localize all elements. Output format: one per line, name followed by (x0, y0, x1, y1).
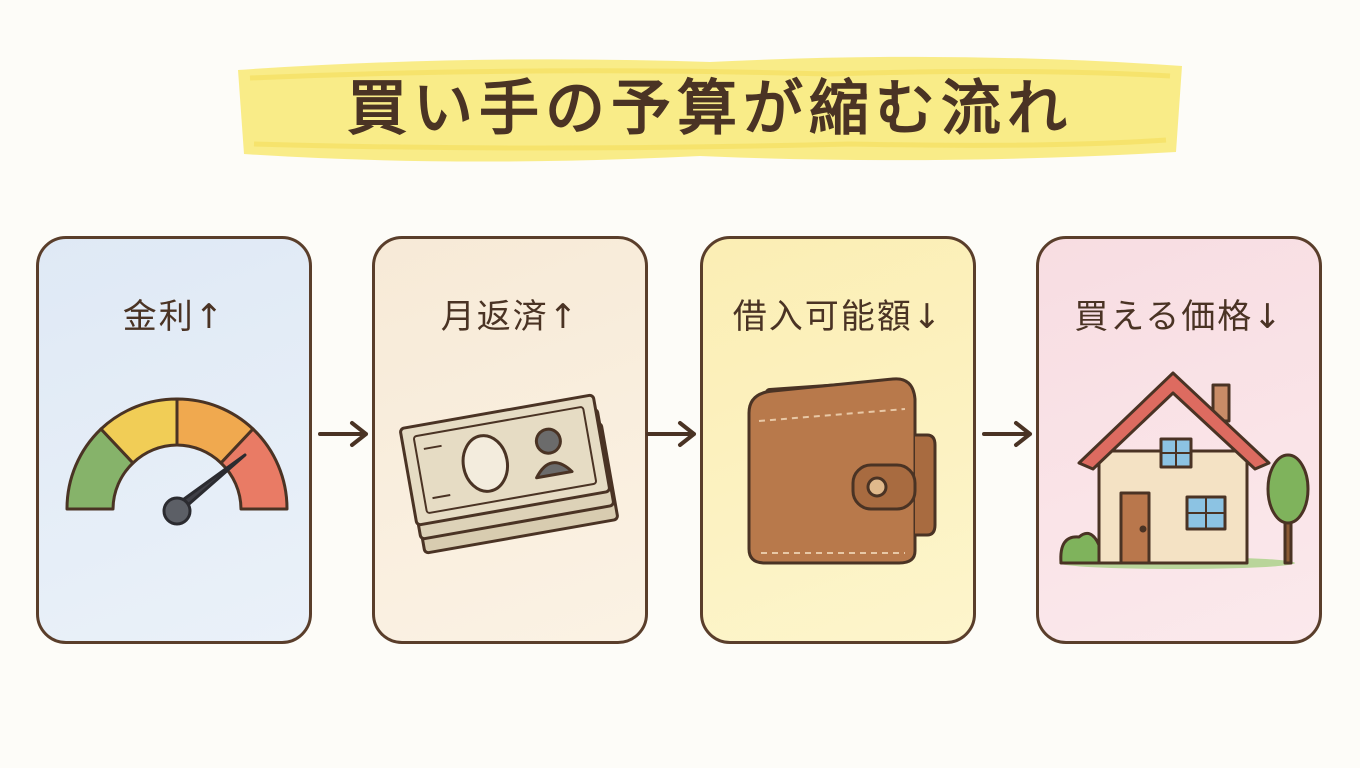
flow-arrow-icon (646, 421, 696, 447)
step-label: 買える価格↓ (1074, 297, 1284, 337)
step-card-borrowing-capacity: 借入可能額↓ (700, 236, 976, 644)
title-banner: 買い手の予算が縮む流れ (230, 48, 1190, 170)
house-icon (1059, 371, 1310, 569)
step-card-affordable-price: 買える価格↓ (1036, 236, 1322, 644)
flow-arrow-icon (318, 421, 368, 447)
title-highlight (238, 56, 1182, 162)
speedometer-gauge-icon (65, 397, 289, 526)
step-label: 金利↑ (122, 297, 226, 337)
step-label: 借入可能額↓ (732, 297, 944, 337)
flow-arrow-icon (982, 421, 1032, 447)
step-card-interest-rate: 金利↑ (36, 236, 312, 644)
step-label: 月返済↑ (440, 297, 580, 337)
banknotes-icon (399, 393, 619, 555)
wallet-icon (747, 377, 937, 565)
page-title: 買い手の予算が縮む流れ (347, 74, 1073, 144)
step-card-monthly-repayment: 月返済↑ (372, 236, 648, 644)
